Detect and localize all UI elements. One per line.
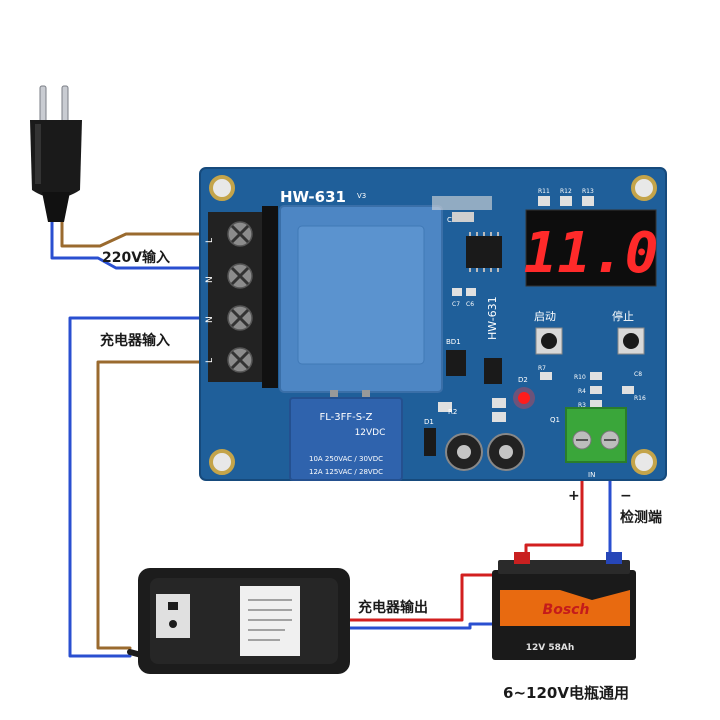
relay-coil: 12VDC (355, 428, 386, 438)
bd1-label: BD1 (446, 338, 461, 346)
q1-label: Q1 (550, 416, 560, 424)
label-detect-terminal: 检测端 (620, 509, 662, 526)
c8-label: C8 (634, 371, 642, 378)
start-button[interactable] (535, 327, 563, 355)
terminal-label-l2: L (205, 358, 215, 363)
r16-label: R16 (634, 395, 646, 402)
stop-button[interactable] (617, 327, 645, 355)
seven-segment-display: 11.0 (524, 209, 659, 287)
relay: FL-3FF-S-Z 12VDC 10A 250VAC / 30VDC 12A … (289, 397, 403, 481)
relay-rating-2: 12A 125VAC / 28VDC (309, 468, 383, 476)
transformer (279, 205, 443, 400)
r11-label: R11 (538, 188, 550, 195)
board-model: HW-631 (280, 188, 346, 206)
power-plug-icon (30, 85, 82, 222)
label-charger-input: 充电器输入 (100, 332, 170, 349)
r7-label: R7 (538, 365, 546, 372)
mounting-hole-icon (209, 175, 657, 475)
battery: Bosch 12V 58Ah (492, 552, 636, 660)
battery-rating: 12V 58Ah (526, 643, 575, 653)
wire-charger-input-brown (96, 360, 224, 650)
ic-chip (466, 232, 502, 272)
d2-label: D2 (518, 376, 528, 384)
bridge-rectifier (446, 350, 502, 384)
wire-220v-blue (50, 213, 224, 270)
battery-brand: Bosch (543, 602, 590, 618)
status-led-icon (513, 387, 535, 409)
terminal-label-l1: L (205, 238, 215, 243)
d1-label: D1 (424, 418, 434, 426)
relay-model: FL-3FF-S-Z (319, 412, 372, 423)
board-version: V3 (357, 192, 366, 200)
wire-charger-output-red (343, 573, 522, 622)
r3-label: R3 (578, 402, 586, 409)
r13-label: R13 (582, 188, 594, 195)
smd-components (438, 196, 634, 422)
r2-label: R2 (448, 408, 457, 416)
screw-terminal-block (208, 206, 278, 388)
start-label: 启动 (534, 310, 556, 323)
terminal-label-n1: N (205, 276, 215, 283)
side-model-label: HW-631 (486, 296, 499, 340)
detect-terminal-block (565, 407, 627, 463)
c7-label: C7 (452, 301, 460, 308)
capacitor-icon (445, 433, 525, 471)
display-reading: 11.0 (524, 221, 659, 286)
r10-label: R10 (574, 374, 586, 381)
label-plus: + (568, 488, 580, 504)
terminal-label-n2: N (205, 316, 215, 323)
c5-label: C5 (447, 216, 456, 224)
r4-label: R4 (578, 388, 586, 395)
pcb-board: HW-631 V3 L N N L (199, 167, 667, 481)
callout-labels: 220V输入 充电器输入 充电器输出 + − 检测端 6~120V电瓶通用 (100, 249, 662, 702)
r12-label: R12 (560, 188, 572, 195)
label-220v-input: 220V输入 (102, 249, 170, 266)
relay-rating-1: 10A 250VAC / 30VDC (309, 455, 383, 463)
label-minus: − (620, 488, 632, 504)
in-label: IN (588, 471, 595, 479)
wire-220v-brown (60, 213, 224, 248)
charger-adapter (138, 568, 350, 674)
label-charger-output: 充电器输出 (358, 599, 428, 616)
wire-charger-input-blue (68, 316, 224, 658)
c6-label: C6 (466, 301, 474, 308)
label-battery-range: 6~120V电瓶通用 (503, 684, 629, 702)
stop-label: 停止 (612, 309, 634, 323)
